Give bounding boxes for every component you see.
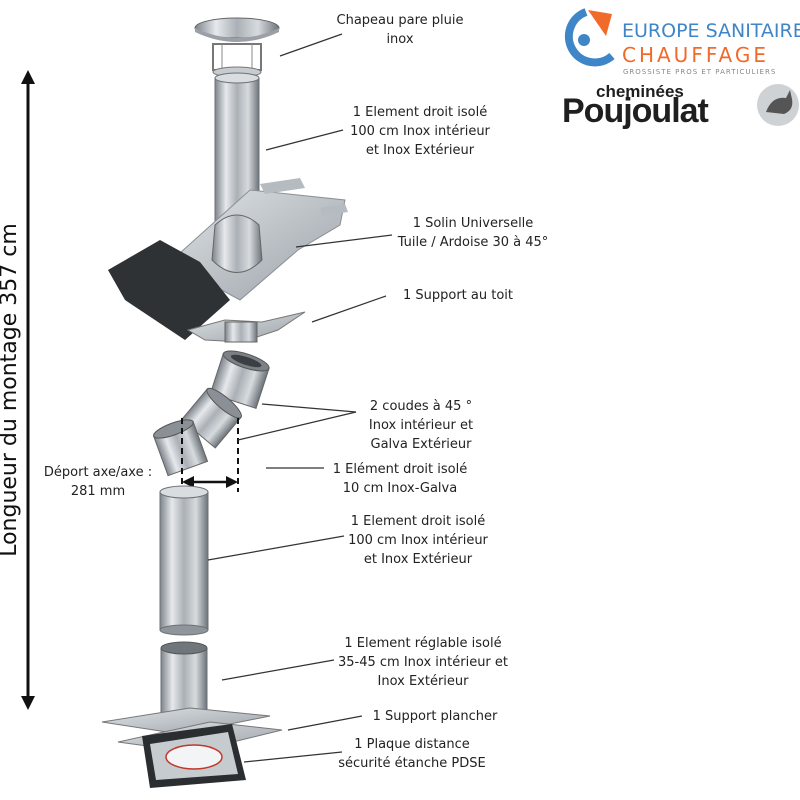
europe-sanitaire-tagline: GROSSISTE PROS ET PARTICULIERS — [623, 68, 777, 76]
callout-element-top: 1 Element droit isolé 100 cm Inox intéri… — [350, 105, 490, 158]
callout-chapeau: Chapeau pare pluie inox — [336, 13, 464, 47]
safety-plate-part — [142, 724, 246, 788]
poujoulat-name: Poujoulat — [562, 92, 709, 130]
height-label: Longueur du montage 357 cm — [0, 223, 22, 557]
offset-indicator — [181, 418, 239, 492]
callout-support-plancher: 1 Support plancher — [372, 709, 498, 724]
offset-label: Déport axe/axe : 281 mm — [43, 465, 153, 499]
adjustable-element-part — [160, 641, 208, 719]
height-arrow — [21, 70, 35, 710]
leader-lines — [207, 33, 393, 763]
callout-plaque: 1 Plaque distance sécurité étanche PDSE — [338, 737, 486, 771]
poujoulat-logo-icon — [757, 84, 799, 126]
rain-cap-part — [194, 17, 280, 78]
middle-straight-element-part — [159, 485, 209, 636]
europe-sanitaire-logo-icon — [564, 8, 615, 67]
callout-coudes: 2 coudes à 45 ° Inox intérieur et Galva … — [368, 399, 474, 452]
callout-element-10: 1 Elément droit isolé 10 cm Inox-Galva — [332, 462, 468, 496]
roof-flashing-part — [108, 178, 348, 340]
callout-solin: 1 Solin Universelle Tuile / Ardoise 30 à… — [397, 216, 549, 250]
poujoulat-logo: cheminées Poujoulat — [558, 82, 798, 132]
poujoulat-subtitle: cheminées — [596, 82, 684, 101]
roof-support-part — [186, 311, 306, 343]
europe-sanitaire-name: EUROPE SANITAIRE — [622, 20, 800, 42]
callout-support-toit: 1 Support au toit — [402, 288, 514, 303]
elbows-part — [153, 350, 270, 477]
europe-sanitaire-chauffage: CHAUFFAGE — [622, 43, 769, 67]
europe-sanitaire-logo: EUROPE SANITAIRE CHAUFFAGE GROSSISTE PRO… — [557, 8, 800, 78]
callout-element-mid: 1 Element droit isolé 100 cm Inox intéri… — [348, 514, 488, 567]
callout-element-reglable: 1 Element réglable isolé 35-45 cm Inox i… — [337, 636, 508, 689]
